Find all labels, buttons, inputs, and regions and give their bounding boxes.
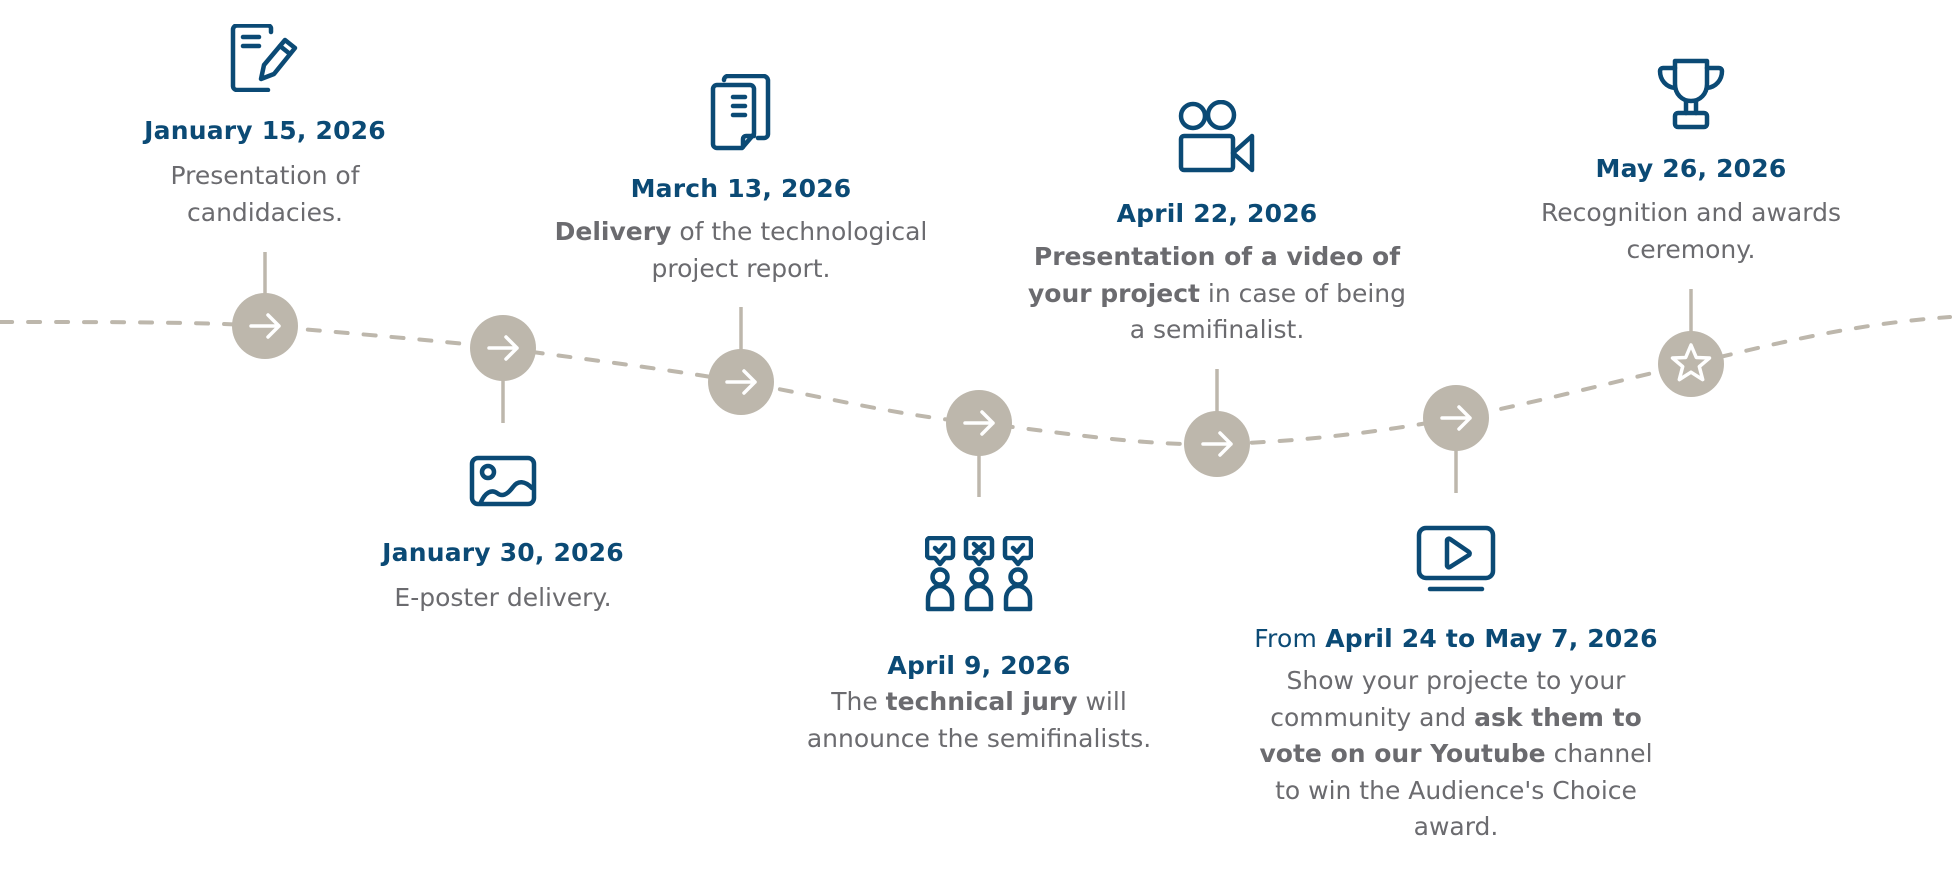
timeline-node-7 <box>1658 331 1724 397</box>
milestone-7: May 26, 2026 Recognition and awards cere… <box>1481 40 1901 280</box>
milestone-6: From April 24 to May 7, 2026 Show your p… <box>1246 520 1666 860</box>
milestone-1: January 15, 2026 Presentation of candida… <box>55 0 475 240</box>
description-text: Recognition and awards ceremony. <box>1541 198 1841 264</box>
video-camera-icon <box>1178 100 1256 174</box>
jury-vote-icon <box>925 536 1033 612</box>
star-icon <box>1670 343 1712 382</box>
description-text: in case of being a semifinalist. <box>1129 278 1407 345</box>
milestone-date: January 30, 2026 <box>382 538 624 567</box>
arrow-right-icon <box>725 369 757 395</box>
milestone-description: Presentation of candidacies. <box>150 158 380 231</box>
milestone-date: April 9, 2026 <box>887 651 1071 680</box>
timeline-node-5 <box>1184 411 1250 477</box>
arrow-right-icon <box>963 410 995 436</box>
description-emphasis: Delivery <box>554 217 672 246</box>
milestone-description: E-poster delivery. <box>353 580 653 617</box>
milestone-description: The technical jury will announce the sem… <box>789 684 1169 757</box>
milestone-date: March 13, 2026 <box>630 174 852 203</box>
timeline-node-1 <box>232 293 298 359</box>
timeline-node-4 <box>946 390 1012 456</box>
arrow-right-icon <box>487 335 519 361</box>
description-emphasis: ask them to vote on our Youtube <box>1259 702 1642 769</box>
description-text: Presentation of candidacies. <box>170 161 360 227</box>
trophy-icon <box>1657 58 1725 130</box>
milestone-date: January 15, 2026 <box>144 116 386 145</box>
description-text: of the technological project report. <box>651 217 928 283</box>
milestone-description: Recognition and awards ceremony. <box>1526 195 1856 268</box>
milestone-description: Delivery of the technological project re… <box>541 214 941 287</box>
arrow-right-icon <box>249 313 281 339</box>
milestone-4: April 9, 2026 The technical jury will an… <box>769 520 1189 780</box>
description-emphasis: technical jury <box>885 687 1078 716</box>
description-text: Show your projecte to your community and <box>1270 666 1626 732</box>
milestone-2: January 30, 2026 E-poster delivery. <box>293 440 713 640</box>
milestone-date: May 26, 2026 <box>1595 154 1787 183</box>
play-screen-icon <box>1416 525 1496 593</box>
timeline-node-6 <box>1423 385 1489 451</box>
timeline-node-2 <box>470 315 536 381</box>
image-icon <box>469 455 537 507</box>
arrow-right-icon <box>1440 405 1472 431</box>
documents-icon <box>710 74 772 154</box>
milestone-3: March 13, 2026 Delivery of the technolog… <box>531 60 951 300</box>
description-text: E-poster delivery. <box>394 583 612 612</box>
description-text: The <box>831 687 886 716</box>
milestone-description: Show your projecte to your community and… <box>1256 663 1656 846</box>
description-text: will announce the semifinalists. <box>806 687 1152 753</box>
timeline-node-3 <box>708 349 774 415</box>
milestone-date: April 22, 2026 <box>1116 199 1318 228</box>
milestone-date: From April 24 to May 7, 2026 <box>1254 624 1658 653</box>
description-emphasis: Presentation of a video of your project <box>1027 242 1401 308</box>
milestone-description: Presentation of a video of your project … <box>1017 239 1417 349</box>
milestone-5: April 22, 2026 Presentation of a video o… <box>1007 90 1427 360</box>
arrow-right-icon <box>1201 431 1233 457</box>
description-text: channel to win the Audience's Choice awa… <box>1275 739 1653 841</box>
document-edit-icon <box>230 24 300 92</box>
